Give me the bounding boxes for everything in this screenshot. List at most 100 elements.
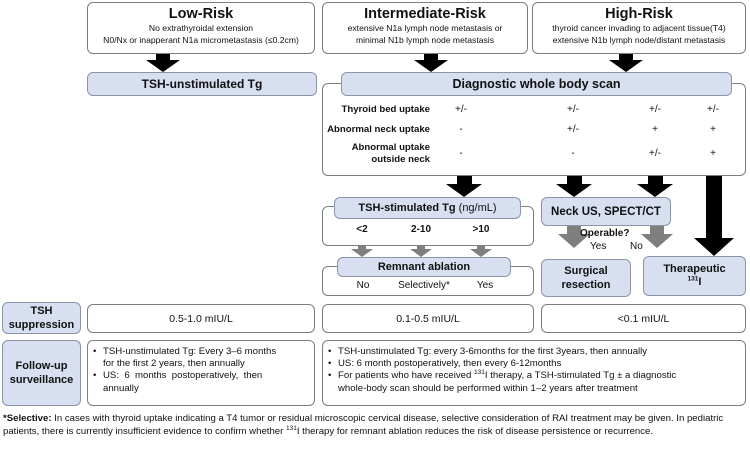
remnant-option-no: No bbox=[356, 280, 370, 291]
intermediate-risk-box: Intermediate-Risk extensive N1a lymph no… bbox=[322, 2, 528, 54]
dwbs-header: Diagnostic whole body scan bbox=[341, 72, 732, 96]
intermediate-risk-title: Intermediate-Risk bbox=[364, 6, 486, 22]
operable-no: No bbox=[630, 241, 643, 252]
dwbs-value: +/- bbox=[567, 124, 579, 135]
followup-high-box: TSH-unstimulated Tg: every 3-6months for… bbox=[322, 340, 746, 406]
high-risk-box: High-Risk thyroid cancer invading to adj… bbox=[532, 2, 746, 54]
followup-low-list: TSH-unstimulated Tg: Every 3–6 months fo… bbox=[91, 346, 311, 395]
suppression-high-value: <0.1 mIU/L bbox=[617, 312, 670, 325]
arrow-gt10 bbox=[470, 246, 492, 257]
operable-question: Operable? bbox=[580, 228, 630, 239]
list-item: US: 6 months postoperatively, then annua… bbox=[91, 370, 311, 394]
dwbs-value: - bbox=[459, 124, 463, 135]
followup-rai-line-1: For patients who have received 131I ther… bbox=[338, 369, 741, 382]
arrow-operable-no bbox=[641, 226, 673, 248]
list-item: For patients who have received 131I ther… bbox=[326, 369, 741, 394]
surgical-resection-box: Surgical resection bbox=[541, 259, 631, 297]
followup-line-1: Follow-up bbox=[15, 360, 68, 372]
tsh-suppression-line-2: suppression bbox=[8, 319, 75, 331]
surgical-line-1: Surgical bbox=[564, 265, 608, 277]
arrow-dwbs-to-neckus-2 bbox=[637, 176, 673, 197]
tg-level-gt10: >10 bbox=[472, 224, 490, 235]
dwbs-value: +/- bbox=[707, 104, 719, 115]
dwbs-value: +/- bbox=[649, 148, 661, 159]
intermediate-risk-line-1: extensive N1a lymph node metastasis or bbox=[347, 23, 503, 33]
neck-us-header: Neck US, SPECT/CT bbox=[541, 197, 671, 226]
remnant-ablation-header: Remnant ablation bbox=[337, 257, 511, 277]
dwbs-row-label-outside-neck: Abnormal uptake outside neck bbox=[300, 142, 430, 166]
surgical-line-2: resection bbox=[561, 279, 611, 291]
therapeutic-isotope: 131I bbox=[688, 276, 702, 289]
suppression-low-value: 0.5-1.0 mIU/L bbox=[169, 312, 233, 325]
rai-mass: 131 bbox=[474, 369, 485, 377]
dwbs-value: + bbox=[652, 124, 658, 135]
arrow-high-to-dwbs bbox=[609, 54, 643, 72]
high-risk-line-1: thyroid cancer invading to adjacent tiss… bbox=[552, 23, 726, 33]
dwbs-value: - bbox=[459, 148, 463, 159]
dwbs-value: - bbox=[571, 148, 575, 159]
arrow-int-to-dwbs bbox=[414, 54, 448, 72]
footnote-part-2: I therapy for remnant ablation reduces t… bbox=[296, 426, 654, 437]
isotope-symbol: I bbox=[698, 276, 702, 288]
remnant-option-yes: Yes bbox=[476, 280, 494, 291]
arrow-dwbs-to-tg bbox=[446, 176, 482, 197]
footnote-part-1: In cases with thyroid uptake indicating … bbox=[3, 413, 724, 437]
rai-pre: For patients who have received bbox=[338, 370, 474, 382]
list-item: US: 6 month postoperatively, then every … bbox=[326, 358, 741, 370]
high-risk-line-2: extensive N1b lymph node/distant metasta… bbox=[552, 34, 726, 45]
tsh-suppression-line-1: TSH bbox=[30, 305, 53, 317]
dwbs-value: + bbox=[710, 124, 716, 135]
suppression-intermediate-value: 0.1-0.5 mIU/L bbox=[396, 312, 460, 325]
arrow-dwbs-to-neckus-1 bbox=[556, 176, 592, 197]
low-risk-line-1: No extrathyroidal extension bbox=[148, 23, 254, 33]
low-risk-title: Low-Risk bbox=[168, 6, 234, 22]
dwbs-value: +/- bbox=[567, 104, 579, 115]
tsh-stimulated-title: TSH-stimulated Tg bbox=[358, 202, 456, 214]
operable-yes: Yes bbox=[590, 241, 607, 252]
followup-low-box: TSH-unstimulated Tg: Every 3–6 months fo… bbox=[87, 340, 315, 406]
tsh-suppression-label: TSH suppression bbox=[2, 302, 81, 334]
list-item: TSH-unstimulated Tg: Every 3–6 months fo… bbox=[91, 346, 311, 370]
dwbs-value: + bbox=[710, 148, 716, 159]
dwbs-row-label-abnormal-neck: Abnormal neck uptake bbox=[327, 124, 430, 135]
footnote-mass: 131 bbox=[285, 424, 297, 432]
therapeutic-title: Therapeutic bbox=[663, 263, 726, 275]
list-item: TSH-unstimulated Tg: every 3-6months for… bbox=[326, 346, 741, 358]
followup-low-2a: US: 6 months postoperatively, then bbox=[103, 370, 263, 382]
dwbs-panel bbox=[322, 83, 746, 176]
followup-low-1b: for the first 2 years, then annually bbox=[103, 358, 245, 370]
tg-level-2-10: 2-10 bbox=[410, 224, 431, 235]
dwbs-row-label-thyroid-bed: Thyroid bed uptake bbox=[341, 104, 431, 115]
remnant-option-selectively: Selectively* bbox=[398, 280, 450, 291]
arrow-low-to-tg bbox=[146, 54, 180, 72]
low-risk-line-2: N0/Nx or inapperant N1a micrometastasis … bbox=[103, 34, 299, 45]
tsh-stimulated-unit: (ng/mL) bbox=[458, 202, 497, 214]
followup-low-2b: annually bbox=[103, 382, 139, 394]
followup-rai-line-2: whole-body scan should be performed with… bbox=[338, 382, 638, 394]
dwbs-outside-neck-line-2: outside neck bbox=[371, 154, 430, 165]
tg-level-lt2: <2 bbox=[356, 224, 368, 235]
isotope-mass: 131 bbox=[687, 275, 699, 283]
tsh-unstimulated-tg-header: TSH-unstimulated Tg bbox=[87, 72, 317, 96]
rai-post: I therapy, a TSH-stimulated Tg ± a diagn… bbox=[484, 370, 677, 382]
dwbs-value: +/- bbox=[649, 104, 661, 115]
dwbs-outside-neck-line-1: Abnormal uptake bbox=[351, 142, 430, 153]
intermediate-risk-line-2: minimal N1b lymph node metastasis bbox=[355, 34, 495, 45]
low-risk-box: Low-Risk No extrathyroidal extension N0/… bbox=[87, 2, 315, 54]
suppression-low-box: 0.5-1.0 mIU/L bbox=[87, 304, 315, 333]
arrow-2-10 bbox=[410, 246, 432, 257]
suppression-high-box: <0.1 mIU/L bbox=[541, 304, 746, 333]
therapeutic-box: Therapeutic 131I bbox=[643, 256, 746, 296]
tsh-stimulated-header: TSH-stimulated Tg (ng/mL) bbox=[334, 197, 521, 219]
high-risk-title: High-Risk bbox=[605, 6, 673, 22]
arrow-dwbs-to-therapeutic bbox=[694, 176, 734, 256]
followup-low-1a: TSH-unstimulated Tg: Every 3–6 months bbox=[103, 346, 277, 357]
arrow-lt2 bbox=[351, 246, 373, 257]
suppression-intermediate-box: 0.1-0.5 mIU/L bbox=[322, 304, 534, 333]
arrow-operable-yes bbox=[558, 226, 590, 248]
followup-high-list: TSH-unstimulated Tg: every 3-6months for… bbox=[326, 346, 741, 395]
followup-line-2: surveillance bbox=[9, 374, 74, 386]
footnote-lead: *Selective: bbox=[3, 413, 52, 424]
footnote: *Selective: In cases with thyroid uptake… bbox=[3, 412, 747, 438]
